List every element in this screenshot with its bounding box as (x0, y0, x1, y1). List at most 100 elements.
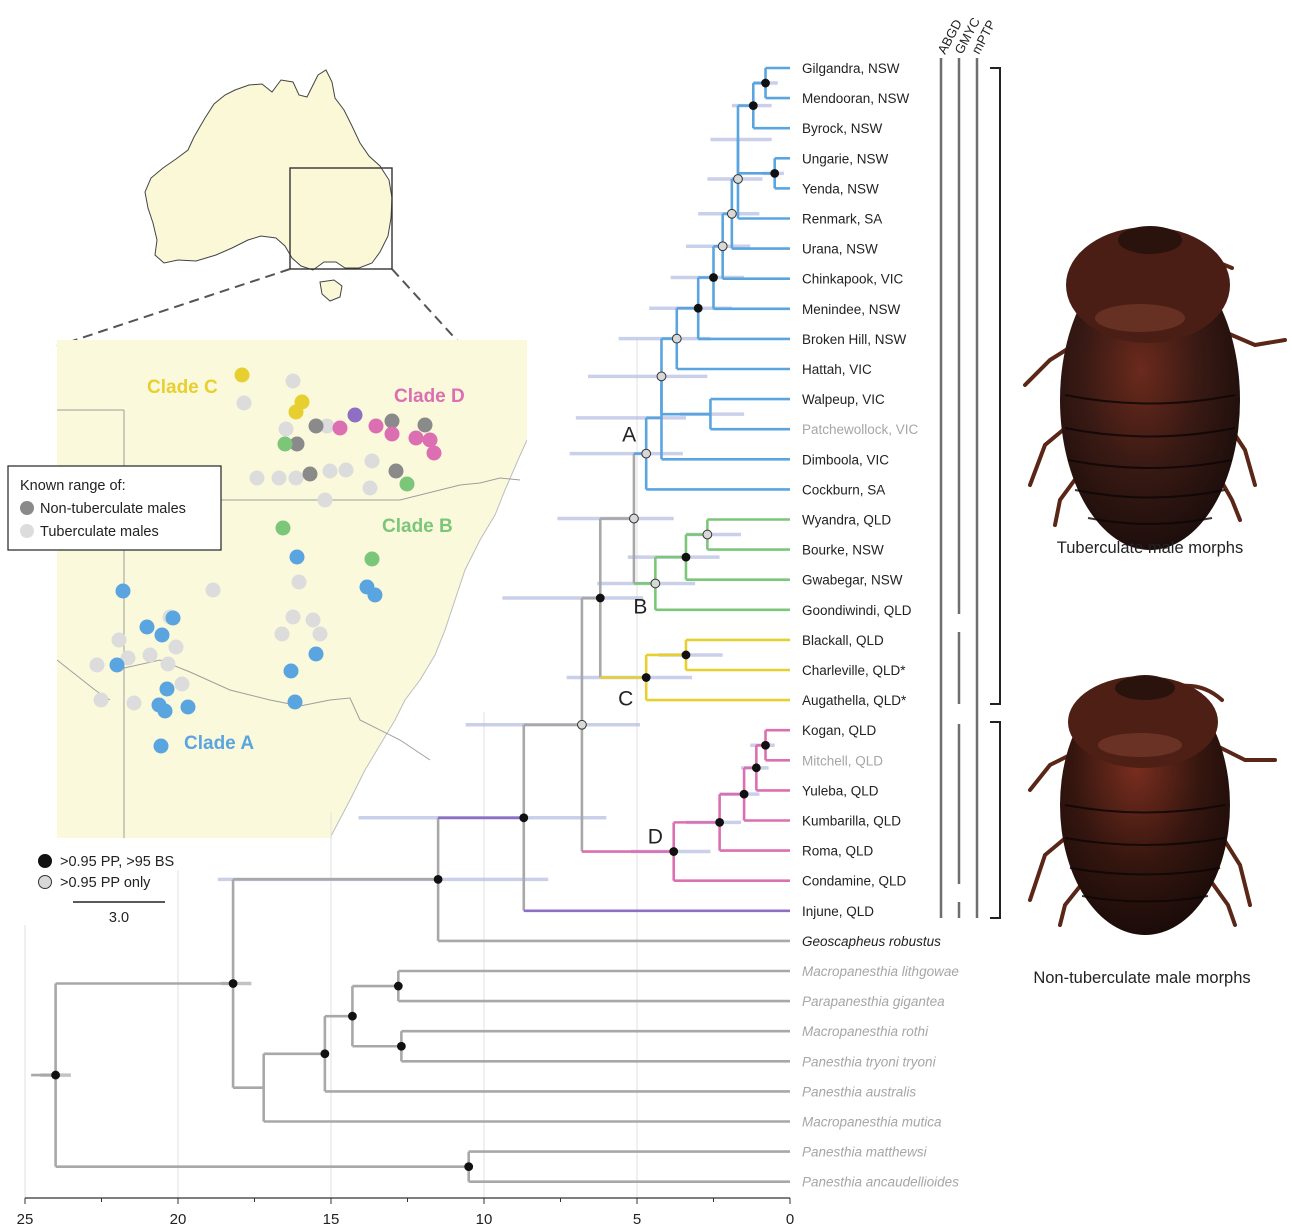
map-label-clade-a: Clade A (184, 733, 254, 754)
taxon-label: Panesthia australis (802, 1084, 916, 1099)
taxon-label: Bourke, NSW (802, 543, 884, 558)
axis-tick-label: 0 (786, 1211, 794, 1228)
support-node-full (682, 651, 691, 660)
taxon-label: Dimboola, VIC (802, 452, 889, 467)
support-node-pp (718, 242, 727, 251)
clade-letter: A (622, 424, 636, 447)
taxon-label: Kogan, QLD (802, 723, 877, 738)
taxon-label: Chinkapook, VIC (802, 272, 904, 287)
taxon-label: Renmark, SA (802, 212, 882, 227)
support-node-pp (630, 514, 639, 523)
support-node-full (348, 1012, 357, 1021)
tasmania-outline (320, 280, 342, 301)
support-node-pp (672, 334, 681, 343)
taxon-label: Patchewollock, VIC (802, 422, 919, 437)
support-node-full (464, 1162, 473, 1171)
taxon-label: Blackall, QLD (802, 633, 884, 648)
support-full-label: >0.95 PP, >95 BS (60, 854, 174, 870)
support-node-full (229, 979, 238, 988)
australia-outline (145, 70, 392, 270)
taxon-label: Condamine, QLD (802, 874, 907, 889)
taxon-label: Byrock, NSW (802, 121, 883, 136)
support-legend: >0.95 PP, >95 BS >0.95 PP only 3.0 (39, 854, 175, 926)
taxon-label: Macropanesthia mutica (802, 1115, 942, 1130)
support-pp-label: >0.95 PP only (60, 875, 151, 891)
support-node-pp (734, 175, 743, 184)
taxon-label: Geoscapheus robustus (802, 934, 941, 949)
support-node-full (320, 1049, 329, 1058)
non-tuberculate-swatch (20, 501, 34, 515)
range-legend-title: Known range of: (20, 478, 126, 494)
support-node-pp (651, 579, 660, 588)
clade-letters: A B C D (618, 424, 663, 849)
support-node-full (51, 1071, 60, 1080)
tuberculate-roach-image (1025, 226, 1285, 550)
support-node-full (709, 273, 718, 282)
time-axis: 2520151050 (17, 1198, 795, 1228)
clade-letter: D (648, 826, 663, 849)
taxon-label: Gilgandra, NSW (802, 61, 900, 76)
non-tuberculate-bracket (990, 722, 1000, 918)
map-label-clade-b: Clade B (382, 516, 453, 537)
support-node-full (770, 169, 779, 178)
support-node-full (397, 1042, 406, 1051)
support-node-full (715, 818, 724, 827)
taxon-label: Ungarie, NSW (802, 151, 889, 166)
support-node-full (740, 790, 749, 799)
map-label-clade-c: Clade C (147, 377, 218, 398)
species-delimitation: ABGD GMYC mPTP (934, 15, 1000, 918)
map-label-clade-d: Clade D (394, 386, 465, 407)
clade-letter: C (618, 688, 633, 711)
support-node-full (596, 594, 605, 603)
taxon-label: Menindee, NSW (802, 302, 901, 317)
support-node-full (694, 304, 703, 313)
range-legend-tuberculate: Tuberculate males (40, 524, 159, 540)
support-node-full (749, 101, 758, 110)
tuberculate-morph-caption: Tuberculate male morphs (1057, 539, 1243, 557)
taxon-label: Broken Hill, NSW (802, 332, 907, 347)
taxon-label: Panesthia tryoni tryoni (802, 1054, 937, 1069)
support-node-pp (657, 372, 666, 381)
taxon-label: Kumbarilla, QLD (802, 814, 901, 829)
taxon-label: Walpeup, VIC (802, 392, 885, 407)
support-node-full (434, 875, 443, 884)
non-tuberculate-roach-image (1030, 675, 1275, 935)
taxon-label: Macropanesthia lithgowae (802, 964, 959, 979)
support-node-full (761, 741, 770, 750)
support-node-full (682, 553, 691, 562)
se-australia-map (57, 340, 527, 838)
taxon-label: Wyandra, QLD (802, 513, 891, 528)
axis-tick-label: 15 (323, 1211, 340, 1228)
range-legend: Known range of: Non-tuberculate males Tu… (8, 466, 221, 550)
axis-tick-label: 25 (17, 1211, 34, 1228)
clade-d-purple-point (348, 408, 363, 423)
taxon-label: Panesthia ancaudellioides (802, 1175, 959, 1190)
taxon-label: Cockburn, SA (802, 482, 885, 497)
clade-letter: B (633, 595, 647, 618)
axis-tick-label: 5 (633, 1211, 641, 1228)
australia-inset-map (57, 70, 462, 346)
support-full-swatch (39, 855, 52, 868)
support-node-full (669, 847, 678, 856)
tuberculate-swatch (20, 524, 34, 538)
taxon-label: Mendooran, NSW (802, 91, 910, 106)
tuberculate-bracket (990, 68, 1000, 704)
taxon-label: Hattah, VIC (802, 362, 872, 377)
taxon-label: Parapanesthia gigantea (802, 994, 945, 1009)
taxon-label: Charleville, QLD* (802, 663, 906, 678)
support-node-full (519, 813, 528, 822)
support-node-pp (703, 530, 712, 539)
taxon-label: Augathella, QLD* (802, 693, 907, 708)
taxon-label: Macropanesthia rothi (802, 1024, 929, 1039)
scale-bar-label: 3.0 (109, 910, 129, 926)
support-node-pp (727, 209, 736, 218)
range-legend-non-tuberculate: Non-tuberculate males (40, 501, 186, 517)
taxon-label: Gwabegar, NSW (802, 573, 903, 588)
taxon-label: Injune, QLD (802, 904, 874, 919)
support-node-full (642, 673, 651, 682)
taxon-labels: Gilgandra, NSW Mendooran, NSW Byrock, NSW U… (802, 61, 959, 1190)
taxon-label: Goondiwindi, QLD (802, 603, 912, 618)
non-tuberculate-morph-caption: Non-tuberculate male morphs (1033, 969, 1250, 987)
axis-tick-label: 20 (170, 1211, 187, 1228)
